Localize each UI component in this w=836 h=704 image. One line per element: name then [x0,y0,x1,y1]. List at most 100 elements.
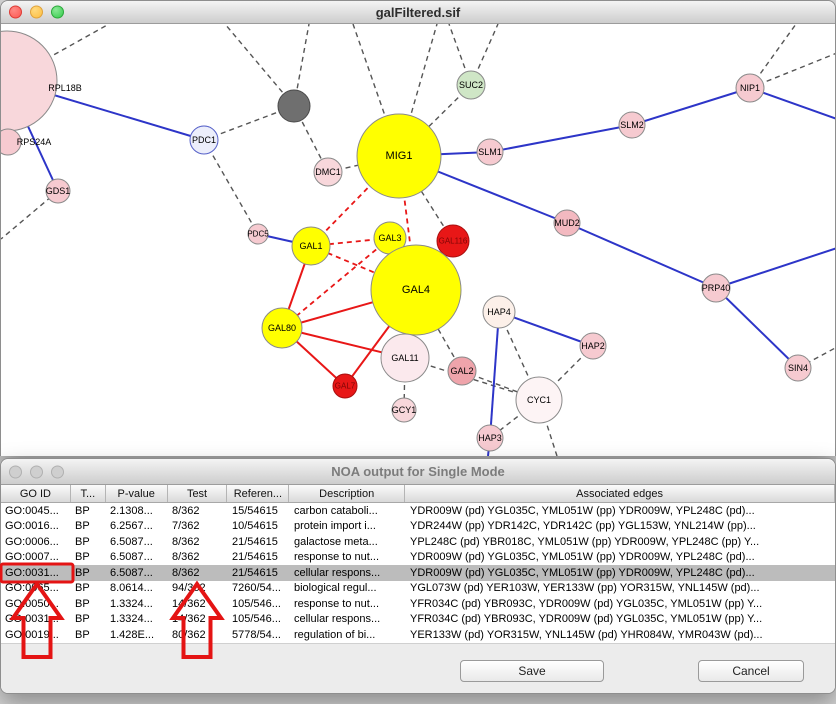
column-header-edges[interactable]: Associated edges [405,485,835,502]
column-header-p_value[interactable]: P-value [106,485,168,502]
close-button[interactable] [9,465,22,478]
edge-gal4-gal2[interactable] [415,289,463,372]
node-RPL18B[interactable] [1,30,58,132]
cell-p_value: 6.5087... [110,566,153,579]
node-unlabeled[interactable] [277,89,311,123]
node-GAL7[interactable] [332,373,358,399]
cell-description: response to nut... [294,551,379,564]
node-HAP3[interactable] [476,424,504,452]
network-canvas[interactable]: RPL18BRPS24AGDS1PDC1DMC1MIG1SUC2SLM1SLM2… [1,24,835,456]
edge-pdc1-pdc5[interactable] [203,139,259,235]
node-GCY1[interactable] [391,397,417,423]
edge-sin4-offscreen[interactable] [797,347,835,369]
edge-pdc1-gray[interactable] [203,105,295,141]
node-label-MIG1: MIG1 [386,150,413,162]
node-PDC1[interactable] [189,125,219,155]
edge-slm1-slm2[interactable] [489,124,633,153]
cell-edges: YDR244W (pp) YDR142C, YDR142C (pp) YGL15… [410,520,756,533]
edge-prp40-offscreen[interactable] [715,247,835,289]
node-GAL2[interactable] [447,356,477,386]
node-label-PRP40: PRP40 [702,283,731,293]
network-window-titlebar[interactable]: galFiltered.sif [1,1,835,24]
node-PDC5[interactable] [247,223,269,245]
node-CYC1[interactable] [515,376,563,424]
edge-hap4-hap3[interactable] [489,311,500,439]
edge-mud2-prp40[interactable] [566,222,717,289]
node-label-SLM1: SLM1 [478,147,502,157]
cell-edges: YER133W (pd) YOR315W, YNL145W (pd) YHR08… [410,628,763,641]
save-button[interactable]: Save [460,660,604,682]
node-HAP2[interactable] [579,332,607,360]
cell-description: protein import i... [294,520,376,533]
cancel-button[interactable]: Cancel [698,660,804,682]
node-DMC1[interactable] [313,157,343,187]
node-GAL11[interactable] [380,333,430,383]
cell-description: response to nut... [294,597,379,610]
cell-type: BP [75,504,90,517]
node-NIP1[interactable] [735,73,765,103]
noa-window-titlebar[interactable]: NOA output for Single Mode [1,459,835,485]
close-button[interactable] [9,5,22,19]
node-GAL1[interactable] [291,226,331,266]
node-SLM2[interactable] [618,111,646,139]
cell-p_value: 1.428E... [110,628,155,641]
edge-prp40-sin4[interactable] [715,287,799,369]
node-label-DMC1: DMC1 [315,167,341,177]
node-MUD2[interactable] [553,209,581,237]
cell-description: carbon cataboli... [294,504,378,517]
cell-edges: YFR034C (pd) YBR093C, YDR009W (pd) YGL03… [410,613,763,626]
cell-p_value: 2.1308... [110,504,153,517]
cell-type: BP [75,566,90,579]
cell-test: 94/362 [172,582,206,595]
column-header-reference[interactable]: Referen... [227,485,290,502]
column-header-go_id[interactable]: GO ID [1,485,71,502]
cell-reference: 105/546... [232,613,281,626]
node-SIN4[interactable] [784,354,812,382]
cell-description: galactose meta... [294,535,378,548]
node-label-HAP4: HAP4 [487,307,511,317]
cell-p_value: 6.5087... [110,535,153,548]
node-GAL116[interactable] [436,224,470,258]
edge-cyc1-hap4[interactable] [498,311,540,401]
edge-hap4-hap2[interactable] [498,311,594,347]
cell-reference: 21/54615 [232,566,278,579]
node-GAL4[interactable] [370,244,462,336]
zoom-button[interactable] [51,465,64,478]
node-SUC2[interactable] [456,70,486,100]
node-RPS24A[interactable] [1,128,22,156]
minimize-button[interactable] [30,465,43,478]
node-SLM1[interactable] [476,138,504,166]
node-PRP40[interactable] [701,273,731,303]
column-header-test[interactable]: Test [168,485,228,502]
node-label-RPL18B: RPL18B [48,83,82,93]
cell-edges: YDR009W (pd) YGL035C, YML051W (pp) YDR00… [410,504,755,517]
cell-test: 14/362 [172,597,206,610]
edge-nip1-offscreen[interactable] [749,87,835,120]
cell-type: BP [75,520,90,533]
minimize-button[interactable] [30,5,43,19]
cell-test: 80/362 [172,628,206,641]
column-header-type[interactable]: T... [71,485,106,502]
node-MIG1[interactable] [356,113,442,199]
zoom-button[interactable] [51,5,64,19]
cell-reference: 105/546... [232,597,281,610]
edge-slm2-nip1[interactable] [631,87,751,126]
edge-nip1-offscreen[interactable] [749,53,835,89]
node-GDS1[interactable] [45,178,71,204]
edge-gal3-gal80[interactable] [281,237,391,329]
node-GAL80[interactable] [261,307,303,349]
column-header-description[interactable]: Description [289,485,406,502]
node-HAP4[interactable] [482,295,516,329]
